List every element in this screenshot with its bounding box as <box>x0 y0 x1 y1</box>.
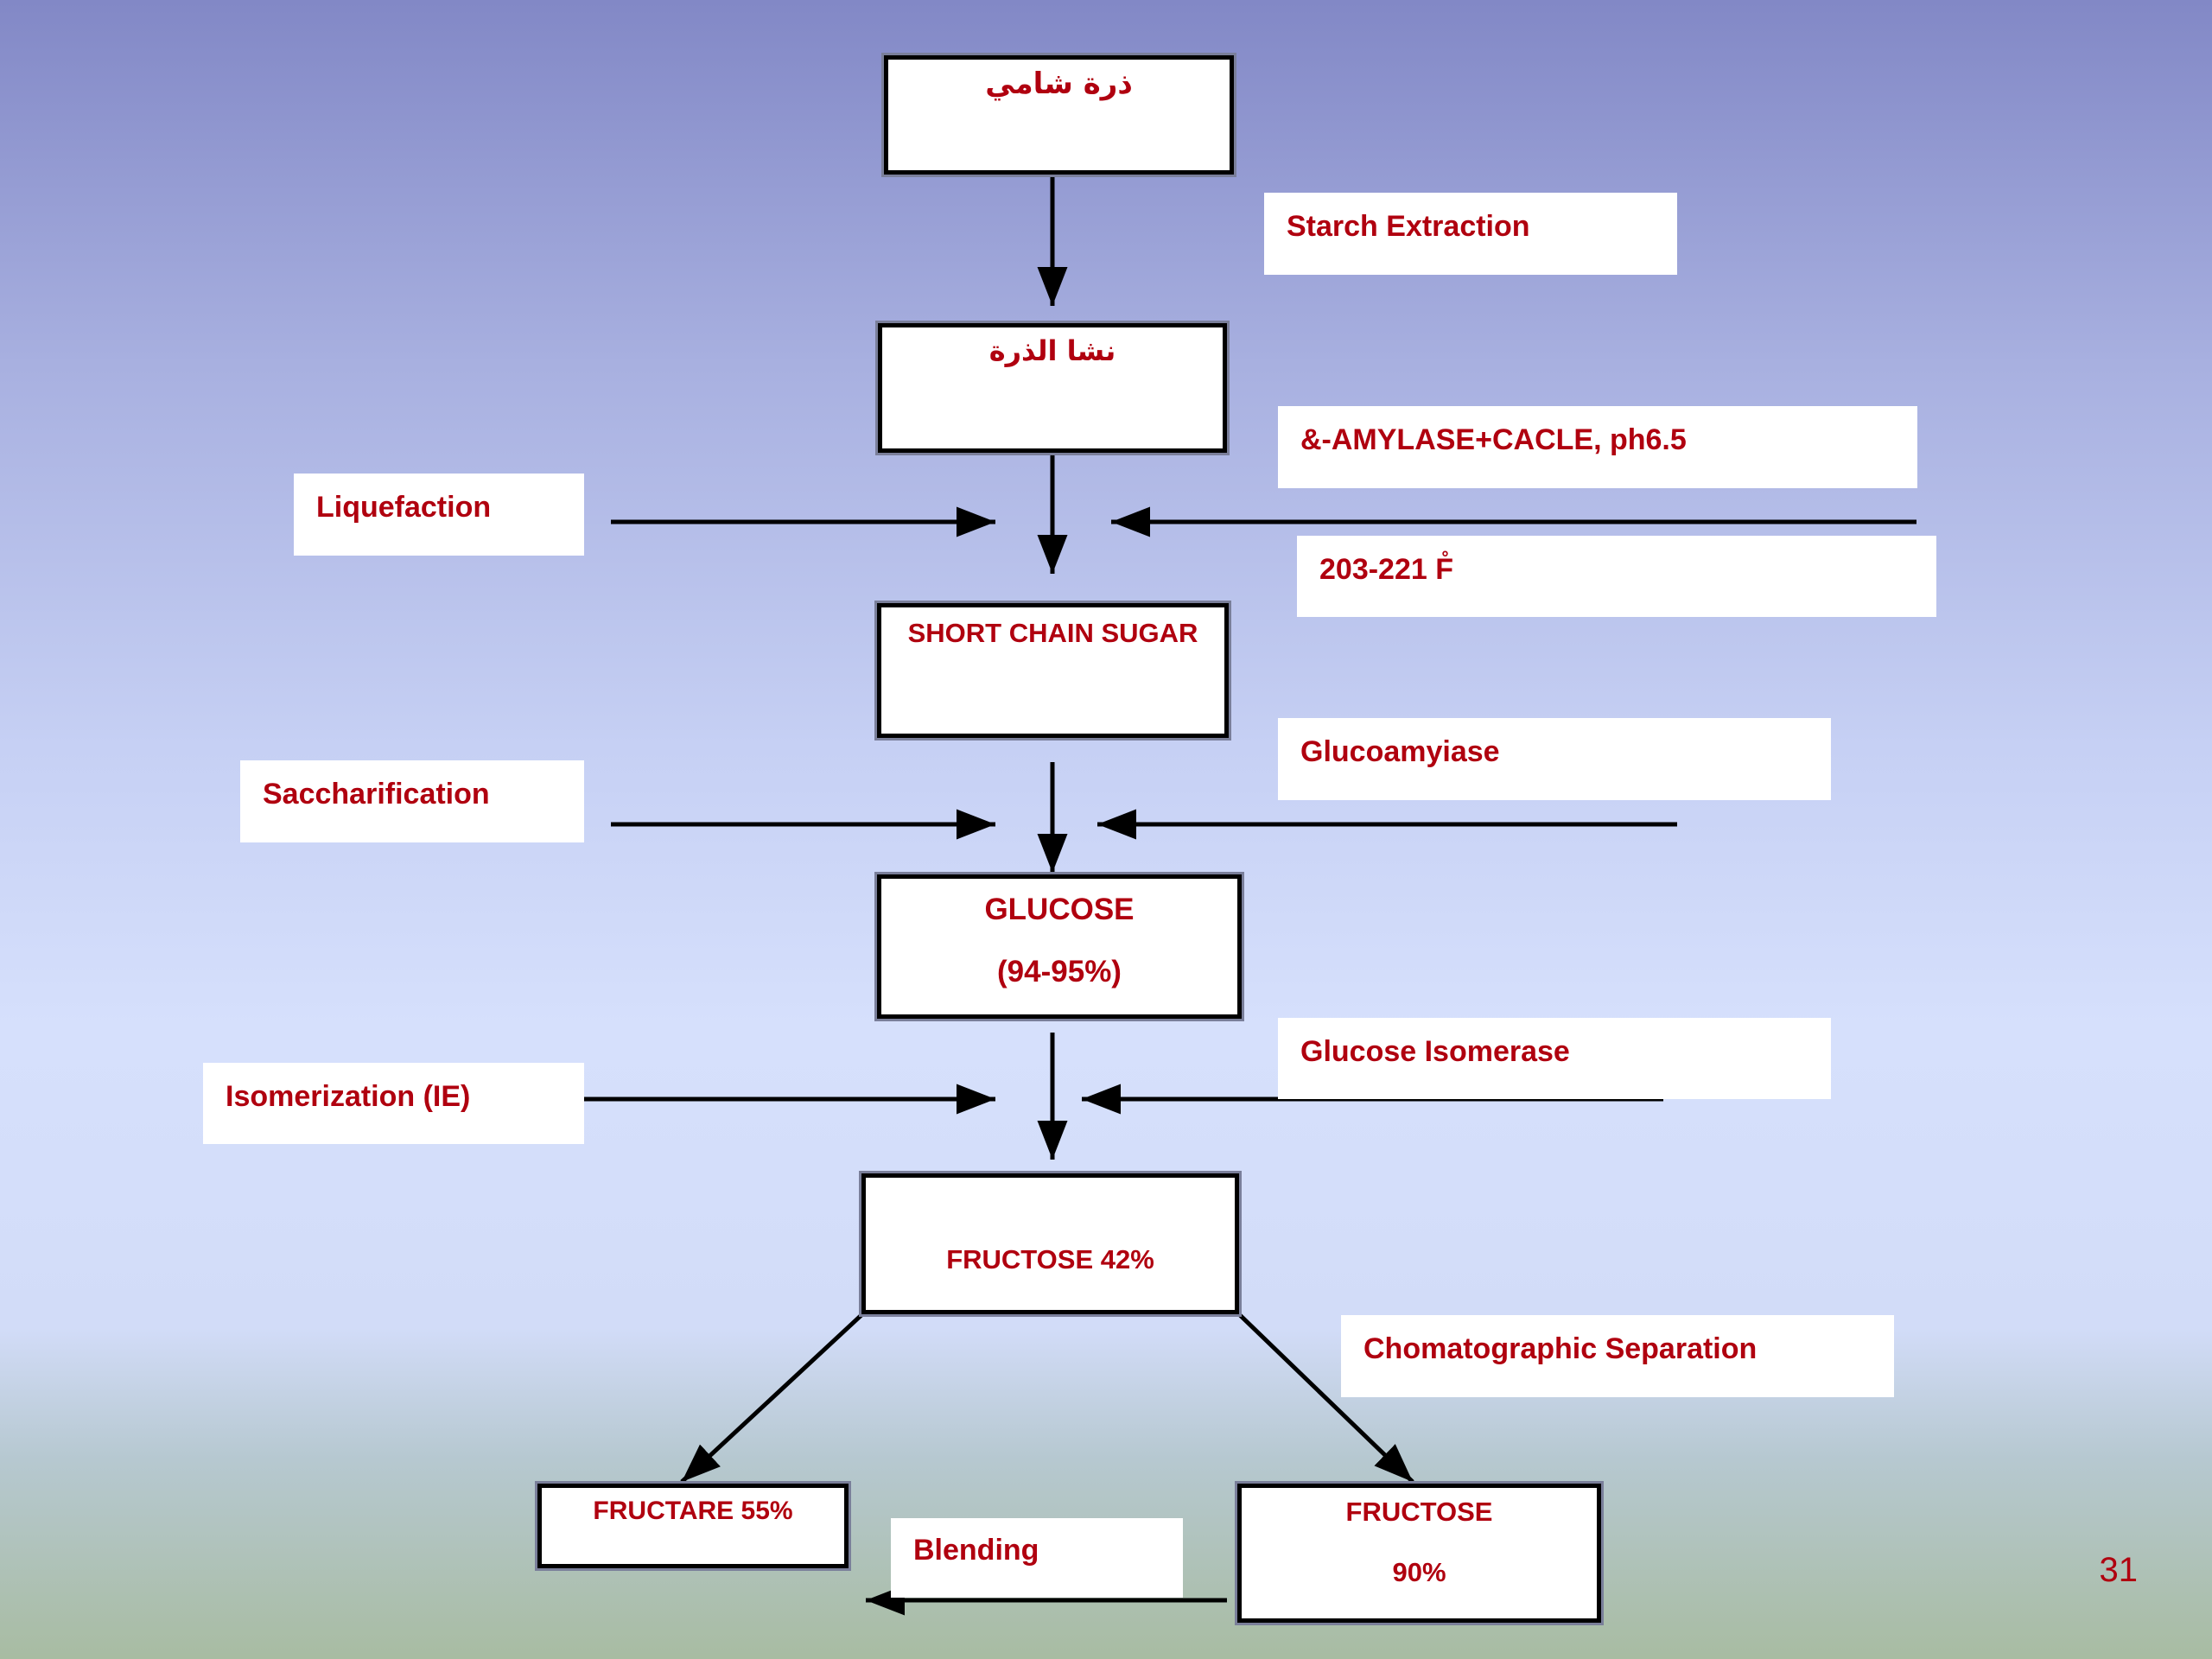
label-blending: Blending <box>891 1518 1183 1598</box>
arrow-to-fructose-90 <box>1237 1313 1414 1484</box>
node-glucose: GLUCOSE (94-95%) <box>877 874 1242 1019</box>
node-fructose-90: FRUCTOSE 90% <box>1237 1484 1601 1623</box>
node-corn: ذرة شامي <box>884 55 1234 175</box>
node-corn-starch-label: نشا الذرة <box>988 334 1116 367</box>
node-short-chain-sugar: SHORT CHAIN SUGAR <box>877 603 1229 738</box>
node-fructare-55: FRUCTARE 55% <box>537 1484 849 1568</box>
label-glucoamylase: Glucoamyiase <box>1278 718 1831 800</box>
node-short-chain-sugar-label: SHORT CHAIN SUGAR <box>907 618 1198 648</box>
node-fructose-90-percent: 90% <box>1392 1557 1446 1587</box>
node-glucose-percent: (94-95%) <box>997 955 1122 988</box>
node-fructare-55-label: FRUCTARE 55% <box>593 1497 793 1525</box>
arrow-to-fructare-55 <box>680 1313 864 1484</box>
label-glucose-isomerase: Glucose Isomerase <box>1278 1018 1831 1099</box>
label-isomerization: Isomerization (IE) <box>203 1063 584 1144</box>
node-corn-label: ذرة شامي <box>985 67 1133 101</box>
label-chromatographic-separation: Chomatographic Separation <box>1341 1315 1894 1397</box>
node-fructose-90-label: FRUCTOSE <box>1345 1497 1493 1527</box>
node-fructose-42-label: FRUCTOSE 42% <box>946 1244 1154 1274</box>
label-amylase: &-AMYLASE+CACLE, ph6.5 <box>1278 406 1917 488</box>
label-saccharification: Saccharification <box>240 760 584 842</box>
node-glucose-label: GLUCOSE <box>984 893 1135 926</box>
node-fructose-42: FRUCTOSE 42% <box>861 1173 1239 1314</box>
label-liquefaction: Liquefaction <box>294 474 584 556</box>
slide-number: 31 <box>2099 1551 2139 1589</box>
label-temperature: 203-221 F̊ <box>1297 536 1936 617</box>
node-corn-starch: نشا الذرة <box>878 323 1227 453</box>
label-starch-extraction: Starch Extraction <box>1264 193 1677 275</box>
